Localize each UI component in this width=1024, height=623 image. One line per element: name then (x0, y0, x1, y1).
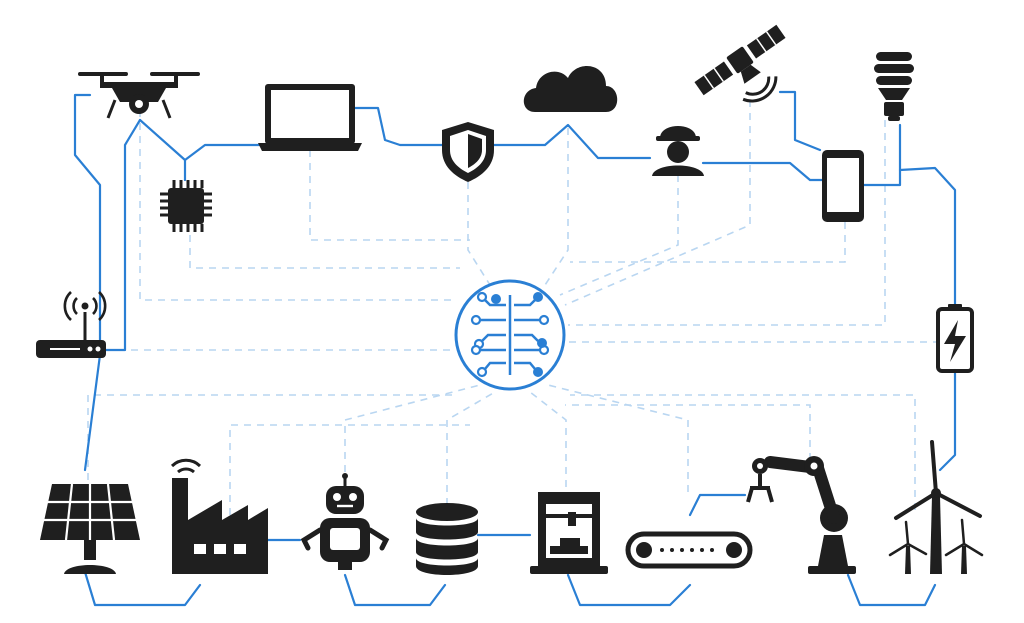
robot-icon (300, 473, 390, 570)
drone-icon (78, 72, 200, 119)
security-shield-icon (442, 122, 494, 182)
light-bulb-icon (874, 52, 914, 121)
engineer-worker-icon (652, 126, 704, 176)
solar-panel-icon (40, 483, 140, 574)
circuit-traces (73, 90, 957, 607)
smartphone-icon (822, 150, 864, 222)
laptop-icon (258, 84, 362, 151)
database-icon (416, 503, 478, 575)
wifi-router-icon (36, 291, 107, 358)
cloud-icon (523, 66, 618, 112)
hub-spoke-lines (87, 100, 940, 515)
battery-icon (936, 304, 974, 373)
ai-brain-circuit-icon (454, 279, 566, 391)
3d-printer-icon (530, 492, 608, 574)
microchip-icon (160, 180, 212, 232)
wind-turbine-icon (888, 440, 984, 574)
robotic-arm-icon (746, 456, 856, 574)
conveyor-belt-icon (625, 531, 753, 569)
satellite-icon (694, 24, 786, 103)
smart-factory-icon (170, 458, 268, 574)
